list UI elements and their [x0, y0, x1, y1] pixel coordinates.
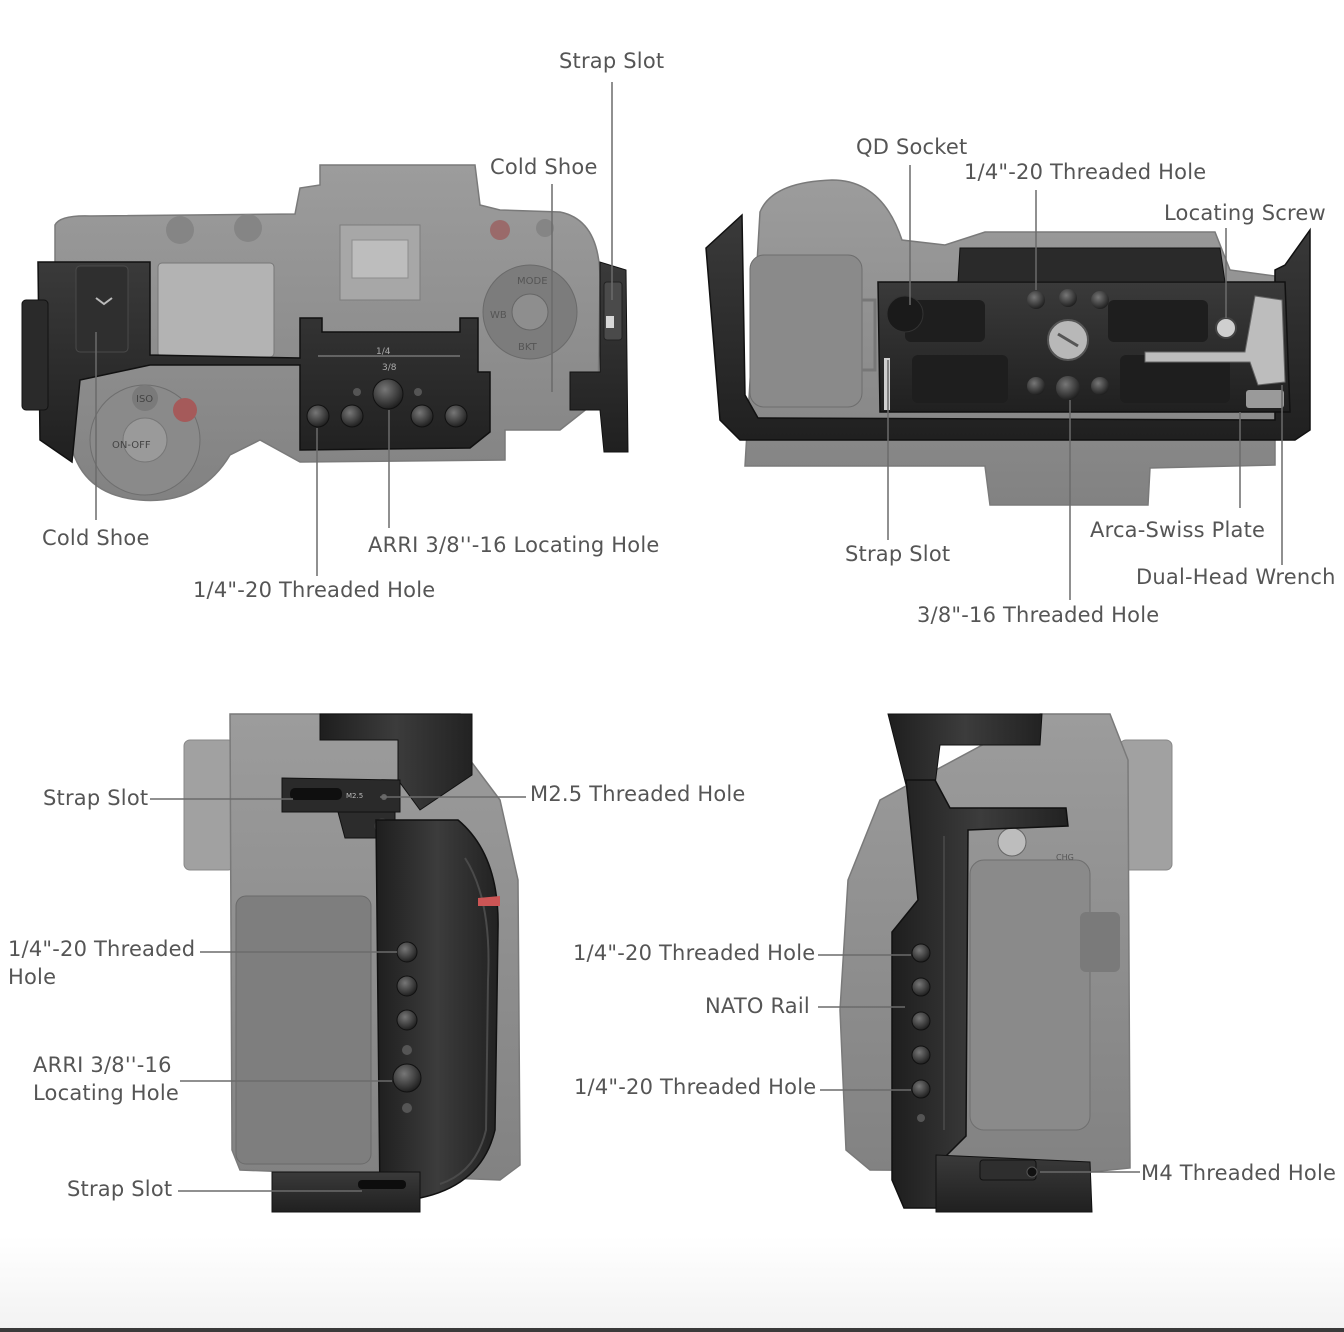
label-strap-slot-left-bottom: Strap Slot	[67, 1177, 173, 1201]
label-arri-locating-hole-top: ARRI 3/8''-16 Locating Hole	[368, 533, 660, 557]
locating-screw	[1215, 317, 1237, 339]
qd-socket	[886, 295, 924, 333]
battery-door	[749, 254, 863, 408]
strap-slot-bottom-left	[358, 1180, 406, 1189]
quarter-hole-bottom-4	[1027, 377, 1045, 395]
bottom-plate-right	[935, 1154, 1093, 1213]
quarter-hole-left-3	[396, 1009, 418, 1031]
quarter-hole-left-2	[396, 975, 418, 997]
label-strap-slot-top: Strap Slot	[559, 49, 665, 73]
top-cage	[37, 261, 491, 464]
lens-mount-left	[183, 739, 235, 871]
label-cold-shoe-left: Cold Shoe	[42, 526, 150, 550]
bottom-plate-left	[271, 1171, 421, 1213]
m25-engraving: M2.5	[346, 792, 363, 800]
footer-band	[0, 1236, 1344, 1332]
iso-engraving: ISO	[136, 394, 153, 405]
top-view-panel: MODE WB BKT ISO ON-OFF 1/4 3/8	[21, 164, 629, 502]
quarter-hole-top-4	[444, 404, 468, 428]
label-quarter-threaded-hole-top: 1/4"-20 Threaded Hole	[193, 578, 436, 602]
quarter-hole-right-4	[911, 1045, 931, 1065]
label-quarter-threaded-hole-right-top: 1/4"-20 Threaded Hole	[573, 941, 816, 965]
cold-shoe-left-mount	[75, 265, 129, 353]
label-arca-swiss-plate: Arca-Swiss Plate	[1090, 518, 1266, 542]
label-qd-socket: QD Socket	[856, 135, 968, 159]
right-side-view-panel: CHG	[839, 713, 1173, 1213]
label-three-eighths-threaded-hole: 3/8"-16 Threaded Hole	[917, 603, 1160, 627]
label-locating-screw: Locating Screw	[1164, 201, 1326, 225]
arri-hole-top	[372, 378, 404, 410]
label-arri-locating-hole-left: ARRI 3/8''-16 Locating Hole	[33, 1053, 179, 1105]
quarter-hole-left-1	[396, 941, 418, 963]
quarter-hole-top-2	[340, 404, 364, 428]
on-off-engraving: ON-OFF	[112, 440, 151, 451]
top-handle-left	[319, 713, 473, 811]
quarter-hole-top-3	[410, 404, 434, 428]
quarter-hole-bottom-3	[1091, 291, 1109, 309]
strap-slot-top-view	[603, 281, 623, 341]
quarter-hole-right-3	[911, 1011, 931, 1031]
quarter-hole-right-1	[911, 943, 931, 963]
quarter-engraving: 1/4	[376, 347, 391, 357]
arri-hole-left	[392, 1063, 422, 1093]
dual-head-wrench	[1144, 295, 1286, 386]
wb-engraving: WB	[490, 310, 507, 321]
three-eighths-hole-bottom	[1056, 376, 1080, 400]
label-nato-rail: NATO Rail	[705, 994, 810, 1018]
label-m25-threaded-hole: M2.5 Threaded Hole	[530, 782, 746, 806]
mode-engraving: MODE	[517, 276, 548, 287]
bottom-view-panel	[705, 179, 1311, 506]
quarter-hole-bottom-5	[1091, 377, 1109, 395]
three-eighths-engraving: 3/8	[382, 363, 397, 373]
quarter-hole-bottom-2	[1059, 289, 1077, 307]
label-quarter-threaded-hole-left: 1/4"-20 Threaded Hole	[8, 937, 196, 989]
quarter-hole-right-5	[911, 1079, 931, 1099]
label-cold-shoe-right: Cold Shoe	[490, 155, 598, 179]
camera-lcd	[157, 262, 275, 358]
handgrip-left	[375, 819, 499, 1199]
label-dual-head-wrench: Dual-Head Wrench	[1136, 565, 1336, 589]
label-strap-slot-left-top: Strap Slot	[43, 786, 149, 810]
m4-hole	[1026, 1166, 1038, 1178]
bkt-engraving: BKT	[518, 342, 538, 353]
quarter-hole-top-1	[306, 404, 330, 428]
label-quarter-threaded-hole-bottom: 1/4"-20 Threaded Hole	[964, 160, 1207, 184]
leader-lines	[95, 82, 1283, 1192]
left-side-view-panel: M2.5	[183, 713, 521, 1213]
bottom-cage	[705, 213, 1311, 441]
side-cage-right	[891, 779, 1069, 1209]
quarter-hole-right-2	[911, 977, 931, 997]
chg-engraving: CHG	[1056, 853, 1074, 862]
quarter-hole-bottom-1	[1027, 291, 1045, 309]
label-quarter-threaded-hole-right-bottom: 1/4"-20 Threaded Hole	[574, 1075, 817, 1099]
footer-edge	[0, 1328, 1344, 1332]
label-m4-threaded-hole: M4 Threaded Hole	[1141, 1161, 1337, 1185]
label-strap-slot-bottom-view: Strap Slot	[845, 542, 951, 566]
